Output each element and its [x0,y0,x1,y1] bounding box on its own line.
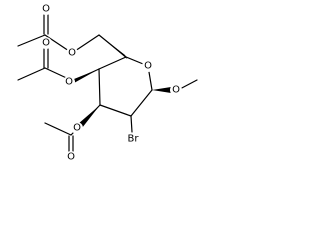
bond-c3-c4 [98,68,101,106]
bond-c4-c5 [98,56,127,70]
atom-acetate-c6-ester-oxygen: O [68,48,76,59]
bond-acyl-c4-methyl [17,67,46,81]
atom-ring-oxygen: O [144,61,152,72]
atom-anomeric-oxygen: O [172,85,180,96]
wedge-c4-o4 [74,69,99,83]
wedge-c3-o3 [78,105,100,128]
atom-acetate-c3-ester-oxygen: O [73,123,81,134]
bond-c2-c3 [99,104,132,117]
bond-c2-br [130,115,133,133]
wedge-c1-anomeric-o [152,87,171,93]
stereo-wedges [74,35,171,128]
bond-c1-c2 [130,89,153,117]
bond-acyl-c3-methyl [44,122,72,136]
atom-acetate-c6-carbonyl-oxygen: O [42,4,50,15]
atom-acetate-c4-ester-oxygen: O [65,77,73,88]
bonds [17,13,198,154]
bond-acyl-c-methyl [17,34,46,47]
atom-labels: O O O O O O O O Br [40,3,182,163]
structure-diagram: O O O O O O O O Br [17,3,198,163]
atom-acetate-c4-carbonyl-oxygen: O [42,38,50,49]
wedge-c5-c6 [99,35,127,59]
atom-acetate-c3-carbonyl-oxygen: O [67,152,75,163]
atom-bromine: Br [128,134,140,145]
